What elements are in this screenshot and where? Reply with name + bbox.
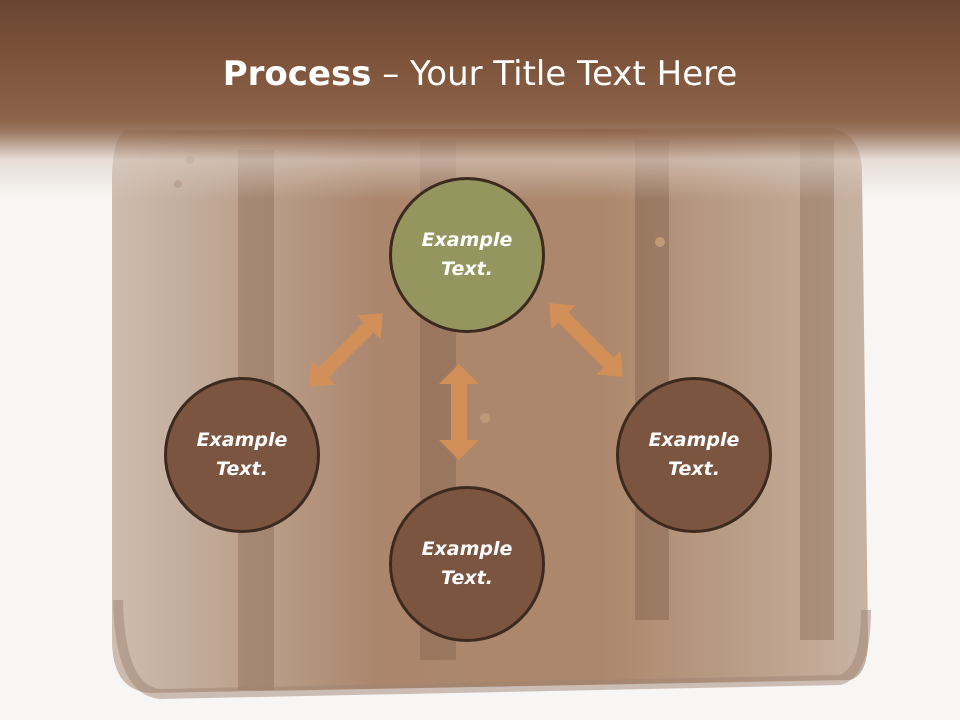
process-node-left[interactable]: Example Text.	[164, 377, 320, 533]
slide-title-rest: – Your Title Text Here	[371, 54, 738, 94]
header-band	[0, 0, 960, 200]
process-node-left-text: Example Text.	[196, 429, 288, 480]
double-arrow-top-left	[309, 313, 383, 387]
process-node-right-text: Example Text.	[648, 429, 740, 480]
process-node-bottom[interactable]: Example Text.	[389, 486, 545, 642]
process-node-bottom-text: Example Text.	[421, 538, 513, 589]
process-node-right[interactable]: Example Text.	[616, 377, 772, 533]
double-arrow-vertical	[439, 364, 479, 460]
slide-title-bold: Process	[222, 54, 372, 94]
slide-title: Process – Your Title Text Here	[0, 52, 960, 96]
double-arrow-top-right	[549, 303, 623, 377]
process-node-top-text: Example Text.	[421, 229, 513, 280]
process-node-top[interactable]: Example Text.	[389, 177, 545, 333]
